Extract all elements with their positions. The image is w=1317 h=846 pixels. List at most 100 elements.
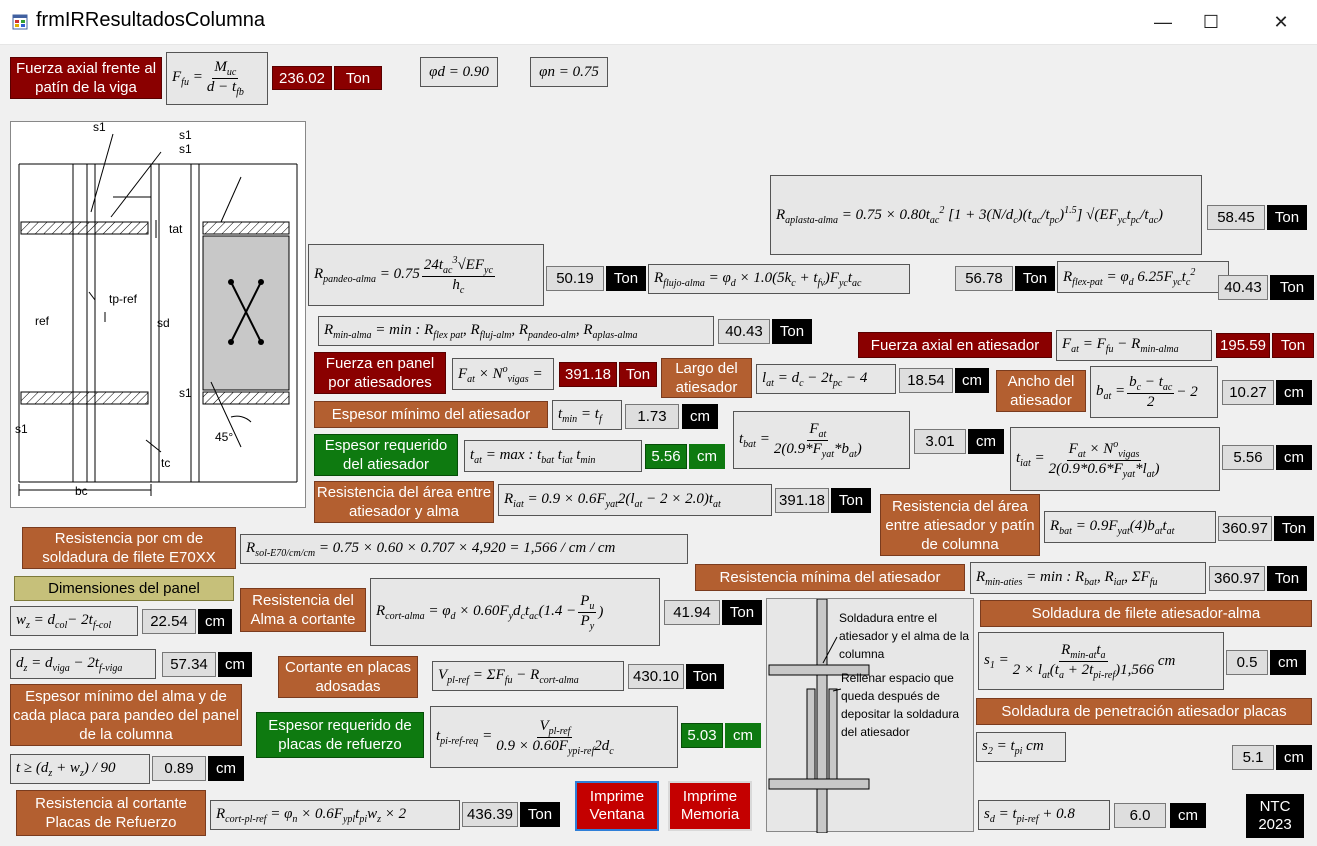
axial-stiffener-label: Fuerza axial en atiesador xyxy=(858,332,1052,358)
s1-label-top2: s1 xyxy=(179,128,192,142)
print-memory-button[interactable]: Imprime Memoria xyxy=(668,781,752,831)
tp-ref-label: tp-ref xyxy=(109,292,138,306)
window-title: frmIRResultadosColumna xyxy=(36,9,265,31)
s1-label-left: s1 xyxy=(15,422,28,436)
panel-force-formula: Fat × Novigas = xyxy=(452,358,554,390)
panel-force-value: 391.18 xyxy=(559,362,617,387)
shear-plates-unit: Ton xyxy=(686,664,724,689)
axial-stiffener-unit: Ton xyxy=(1272,333,1314,358)
stiffener-length-unit: cm xyxy=(955,368,989,393)
web-shear-label: Resistencia del Alma a cortante xyxy=(240,588,366,632)
stiffener-width-unit: cm xyxy=(1276,380,1312,405)
req-thickness-unit: cm xyxy=(689,444,725,469)
axial-flange-label: Fuerza axial frente al patín de la viga xyxy=(10,57,162,99)
minimize-button[interactable]: — xyxy=(1154,12,1172,32)
stiffener-width-label: Ancho del atiesador xyxy=(996,370,1086,412)
stiffener-length-formula: lat = dc − 2tpc − 4 xyxy=(756,364,896,394)
sd-unit: cm xyxy=(1170,803,1206,828)
flange-bend-unit: Ton xyxy=(1270,275,1314,300)
maximize-button[interactable]: ☐ xyxy=(1202,12,1220,32)
plate-shear-value: 436.39 xyxy=(462,802,518,827)
phi-n-field: φn = 0.75 xyxy=(530,57,608,87)
print-window-button[interactable]: Imprime Ventana xyxy=(575,781,659,831)
close-button[interactable]: ✕ xyxy=(1273,12,1289,32)
min-web-plate-formula: t ≥ (dz + wz) / 90 xyxy=(10,754,150,784)
res-web-area-label: Resistencia del área entre atiesador y a… xyxy=(314,481,494,523)
buckling-value: 50.19 xyxy=(546,266,604,291)
axial-flange-unit: Ton xyxy=(334,66,382,90)
min-thickness-label: Espesor mínimo del atiesador xyxy=(314,401,548,428)
pen-weld-label: Soldadura de penetración atiesador placa… xyxy=(976,698,1312,725)
r-min-web-unit: Ton xyxy=(772,319,812,344)
res-web-area-value: 391.18 xyxy=(775,488,829,513)
pen-weld-value: 5.1 xyxy=(1232,745,1274,770)
req-plate-value: 5.03 xyxy=(681,723,723,748)
web-yield-value: 56.78 xyxy=(955,266,1013,291)
min-stiff-res-label: Resistencia mínima del atiesador xyxy=(695,564,965,591)
app-icon xyxy=(12,14,28,30)
res-web-area-unit: Ton xyxy=(831,488,871,513)
title-bar: frmIRResultadosColumna — ☐ ✕ xyxy=(0,0,1317,45)
plate-shear-label: Resistencia al cortante Placas de Refuer… xyxy=(16,790,206,836)
min-web-plate-label: Espesor mínimo del alma y de cada placa … xyxy=(10,684,242,746)
t-iat-unit: cm xyxy=(1276,445,1312,470)
crippling-formula: Raplasta-alma = 0.75 × 0.80tac2 [1 + 3(N… xyxy=(770,175,1202,255)
min-web-plate-value: 0.89 xyxy=(152,756,206,781)
web-yield-formula: Rflujo-alma = φd × 1.0(5kc + tfv)Fyctac xyxy=(648,264,910,294)
fillet-weld-label: Soldadura de filete atiesador-alma xyxy=(980,600,1312,627)
t-iat-value: 5.56 xyxy=(1222,445,1274,470)
fillet-weld-value: 0.5 xyxy=(1226,650,1268,675)
min-thickness-formula: tmin = tf xyxy=(552,400,622,430)
stiffener-length-value: 18.54 xyxy=(899,368,953,393)
ref-label: ref xyxy=(35,314,50,328)
dz-formula: dz = dviga − 2tf-viga xyxy=(10,649,156,679)
req-plate-unit: cm xyxy=(725,723,761,748)
sd-value: 6.0 xyxy=(1114,803,1166,828)
stiffener-length-label: Largo del atiesador xyxy=(661,358,752,398)
fill-space-text: Rellenar espacio que queda después de de… xyxy=(841,671,960,739)
t-bat-unit: cm xyxy=(968,429,1004,454)
flange-bend-value: 40.43 xyxy=(1218,275,1268,300)
res-flange-area-label: Resistencia del área entre atiesador y p… xyxy=(880,494,1040,556)
column-stiffener-diagram: s1 s1 s1 tat tp-ref ref sd s1 s1 45° tc … xyxy=(10,120,306,508)
crippling-value: 58.45 xyxy=(1207,205,1265,230)
shear-plates-value: 430.10 xyxy=(628,664,684,689)
tat-label: tat xyxy=(169,222,183,236)
r-min-web-value: 40.43 xyxy=(718,319,770,344)
panel-force-label: Fuerza en panel por atiesadores xyxy=(314,352,446,394)
pen-weld-formula: s2 = tpi cm xyxy=(976,732,1066,762)
pen-weld-unit: cm xyxy=(1276,745,1312,770)
s1-label-top: s1 xyxy=(93,120,106,134)
min-thickness-value: 1.73 xyxy=(625,404,679,429)
sd-label: sd xyxy=(157,316,170,330)
res-flange-area-unit: Ton xyxy=(1274,516,1314,541)
buckling-unit: Ton xyxy=(606,266,646,291)
flange-bend-formula: Rflex-pat = φd 6.25Fyctc2 xyxy=(1057,261,1229,293)
wz-unit: cm xyxy=(198,609,232,634)
wz-value: 22.54 xyxy=(142,609,196,634)
min-web-plate-unit: cm xyxy=(208,756,244,781)
min-stiff-res-unit: Ton xyxy=(1267,566,1307,591)
panel-dims-label: Dimensiones del panel xyxy=(14,576,234,601)
web-yield-unit: Ton xyxy=(1015,266,1055,291)
min-stiff-res-value: 360.97 xyxy=(1209,566,1265,591)
wz-formula: wz = dcol− 2tf-col xyxy=(10,606,138,636)
shear-plates-label: Cortante en placas adosadas xyxy=(278,656,418,698)
stiffener-width-value: 10.27 xyxy=(1222,380,1274,405)
r-min-web-formula: Rmin-alma = min : Rflex pat, Rfluj-alm, … xyxy=(318,316,714,346)
res-flange-area-value: 360.97 xyxy=(1218,516,1272,541)
web-shear-value: 41.94 xyxy=(664,600,720,625)
req-thickness-value: 5.56 xyxy=(645,444,687,469)
min-thickness-unit: cm xyxy=(682,404,718,429)
req-thickness-label: Espesor requerido del atiesador xyxy=(314,434,458,476)
weld-res-formula: Rsol-E70/cm/cm = 0.75 × 0.60 × 0.707 × 4… xyxy=(240,534,688,564)
fillet-weld-unit: cm xyxy=(1270,650,1306,675)
min-stiff-res-formula: Rmin-aties = min : Rbat, Riat, ΣFfu xyxy=(970,562,1206,594)
bc-label: bc xyxy=(75,484,88,498)
